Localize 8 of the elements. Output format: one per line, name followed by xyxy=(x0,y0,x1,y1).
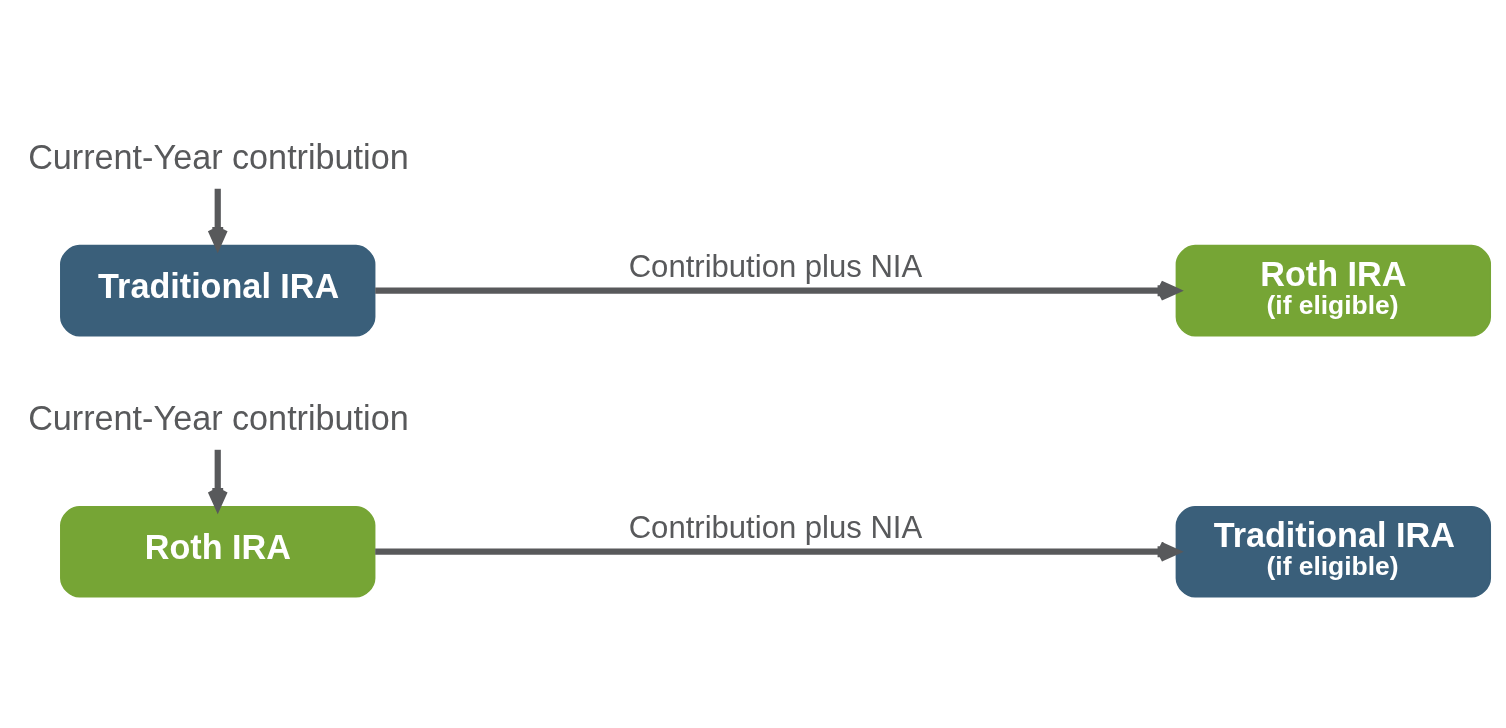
node-box: Roth IRA (if eligible) xyxy=(1175,244,1492,337)
node-box: Traditional IRA xyxy=(60,244,376,337)
edge-label: Contribution plus NIA xyxy=(628,248,923,284)
edge-label: Contribution plus NIA xyxy=(628,509,923,545)
node-text: Current-Year contribution xyxy=(28,137,409,176)
node-text: Current-Year contribution xyxy=(28,398,409,437)
node-box: Traditional IRA (if eligible) xyxy=(1175,505,1492,598)
node-box: Roth IRA xyxy=(60,505,376,598)
